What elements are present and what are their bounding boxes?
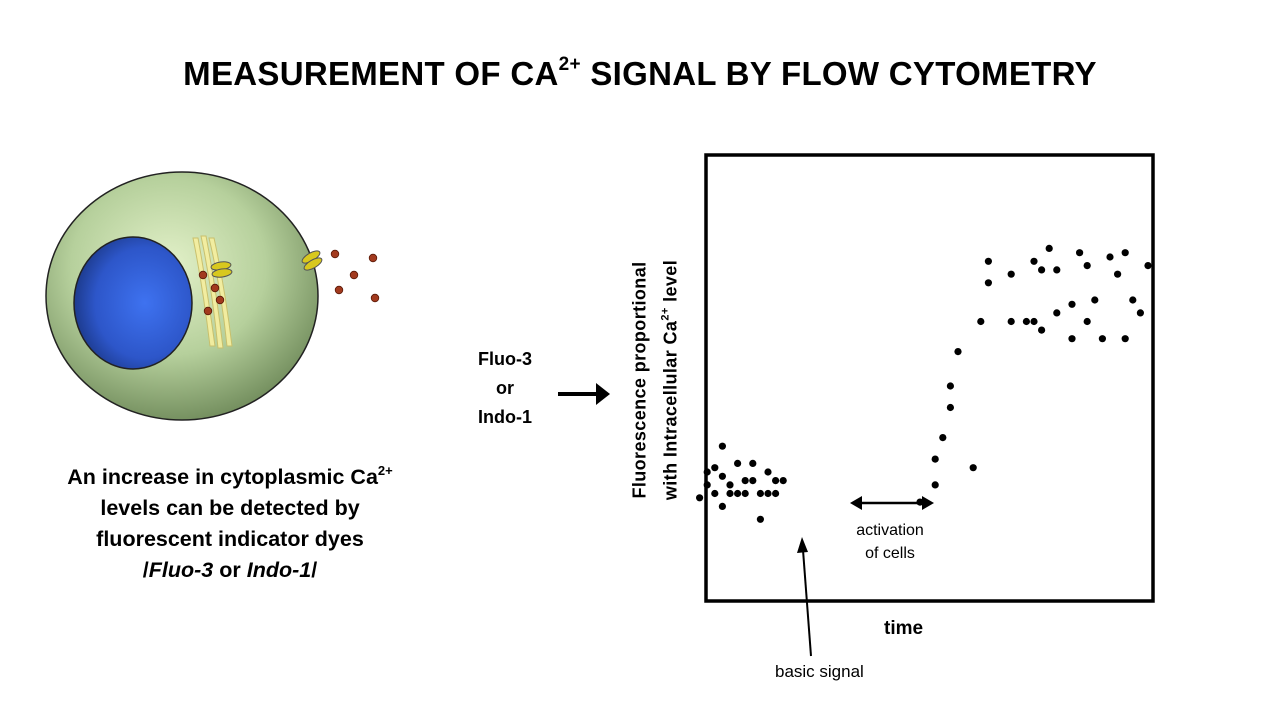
- data-point: [969, 464, 977, 472]
- data-point: [711, 489, 719, 498]
- data-point: [1022, 317, 1030, 326]
- data-point: [1144, 262, 1152, 270]
- data-point: [734, 459, 742, 467]
- nucleus: [73, 236, 193, 370]
- dye-label: Fluo-3 or Indo-1: [478, 349, 532, 427]
- dye-arrow: [558, 383, 610, 405]
- data-point: [703, 481, 711, 489]
- data-point: [1053, 309, 1061, 317]
- data-point: [756, 515, 765, 523]
- data-point: [1114, 270, 1122, 278]
- basic-signal-pointer: [797, 537, 812, 657]
- data-point: [939, 434, 947, 442]
- activation-double-arrow: [850, 496, 934, 510]
- data-point: [718, 442, 727, 450]
- data-point: [1030, 317, 1038, 326]
- data-point: [772, 489, 780, 498]
- cell-caption: An increase in cytoplasmic Ca2+ levels c…: [67, 463, 393, 582]
- data-point: [1121, 249, 1129, 257]
- data-point: [711, 464, 719, 472]
- data-point: [726, 489, 734, 498]
- data-point: [1038, 326, 1046, 334]
- data-point: [1136, 309, 1144, 317]
- data-point: [1007, 270, 1015, 278]
- x-axis-label: time: [884, 618, 924, 639]
- data-point: [984, 257, 993, 265]
- data-point: [718, 472, 727, 480]
- y-axis-label: Fluorescence proportional with Intracell…: [629, 259, 681, 501]
- data-point: [946, 382, 955, 390]
- data-point: [718, 502, 727, 510]
- page-title: MEASUREMENT OF CA2+ SIGNAL BY FLOW CYTOM…: [183, 54, 1097, 92]
- data-point: [931, 455, 939, 463]
- data-point: [946, 403, 955, 412]
- data-point: [1068, 300, 1076, 308]
- plot-frame: [704, 153, 1155, 603]
- data-point: [772, 477, 780, 485]
- data-point: [1098, 335, 1106, 343]
- data-point: [1038, 266, 1046, 274]
- data-point: [749, 477, 757, 485]
- data-point: [703, 468, 711, 476]
- data-point: [1083, 262, 1091, 270]
- data-point: [696, 494, 704, 502]
- data-point: [1106, 253, 1114, 261]
- data-point: [1030, 257, 1038, 265]
- data-point: [1076, 249, 1084, 257]
- data-point: [1121, 335, 1129, 343]
- data-point: [1007, 317, 1015, 326]
- data-point: [726, 481, 734, 489]
- data-point: [931, 481, 939, 489]
- data-point: [764, 468, 772, 476]
- data-point: [741, 477, 749, 485]
- data-point: [984, 279, 993, 287]
- data-point: [1083, 317, 1091, 326]
- data-point: [977, 317, 985, 326]
- data-point: [1129, 296, 1137, 304]
- data-point: [1053, 266, 1061, 274]
- data-point: [764, 489, 772, 498]
- data-point: [741, 489, 749, 498]
- data-point: [756, 489, 765, 498]
- basic-signal-annotation: basic signal: [775, 662, 864, 681]
- cell: [45, 171, 380, 421]
- data-point: [1091, 296, 1099, 304]
- activation-annotation: activation of cells: [856, 522, 924, 562]
- data-point: [1045, 244, 1053, 252]
- calcium-ions: [198, 249, 380, 316]
- data-point: [734, 489, 742, 498]
- data-point: [954, 348, 962, 356]
- data-point: [749, 459, 757, 467]
- golgi-apparatus: [192, 235, 233, 349]
- data-point: [1068, 335, 1076, 343]
- data-point: [779, 477, 787, 485]
- data-points: [696, 244, 1152, 523]
- vesicles: [210, 250, 323, 278]
